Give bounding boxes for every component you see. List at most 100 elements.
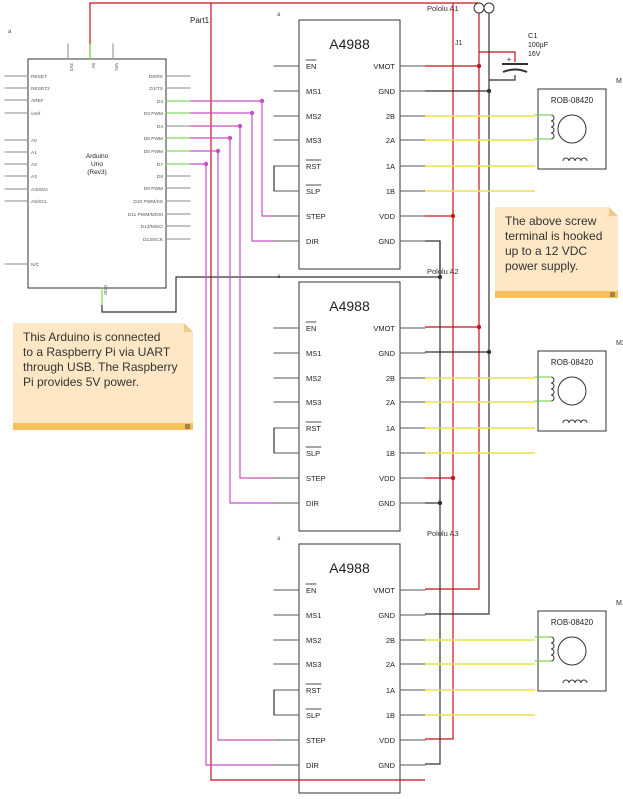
driver-left-pin-label: MS2	[306, 636, 321, 645]
resize-grip-icon	[185, 424, 190, 429]
driver-left-pin-label: MS1	[306, 349, 321, 358]
driver-body	[298, 281, 401, 532]
arduino-right-pin-label: D2	[157, 99, 163, 105]
driver-body	[298, 19, 401, 270]
driver-left-pin-label: MS3	[306, 398, 321, 407]
driver-right-pin-label: 1B	[386, 711, 395, 720]
arduino-title-line: Arduino	[86, 153, 109, 160]
arduino-part-label: Part1	[190, 16, 210, 25]
driver-right-pin-label: 1B	[386, 449, 395, 458]
junction-dot	[476, 63, 482, 69]
driver-right-pin-label: 2A	[386, 660, 395, 669]
motor-designator: M1	[616, 600, 623, 607]
driver-left-pin-label: MS1	[306, 611, 321, 620]
driver-right-pin-label: VDD	[379, 212, 395, 221]
motor-coil-icon	[562, 679, 588, 684]
driver-left-pin-label: MS2	[306, 374, 321, 383]
note-footer-bar	[495, 291, 618, 298]
junction-dot	[437, 274, 443, 280]
motor-coil-icon	[562, 157, 588, 162]
arduino-right-pin-label: D8	[157, 174, 163, 180]
driver-right-pin-label: 2A	[386, 136, 395, 145]
arduino-left-pin-label: A2	[31, 162, 37, 168]
motor-coil-icon	[550, 636, 555, 662]
driver-left-pin-label: DIR	[306, 761, 320, 770]
driver-left-pin-label: DIR	[306, 237, 320, 246]
driver-right-pin-label: GND	[378, 499, 395, 508]
corner-mark: a	[277, 12, 281, 18]
note-footer-bar	[13, 423, 193, 430]
a4988-driver-2	[298, 281, 401, 532]
driver-right-pin-label: GND	[378, 761, 395, 770]
driver-left-pin-label: EN	[306, 324, 316, 333]
capacitor-value: 100µF	[528, 42, 548, 49]
arduino-left-pin-label: N/C	[31, 262, 40, 268]
arduino-right-pin-label: D12/MISO	[141, 224, 164, 230]
driver-left-pin-label: RST	[306, 686, 321, 695]
motor-rotor-icon	[557, 114, 587, 144]
junction-dot	[486, 349, 492, 355]
driver-left-pin-label: STEP	[306, 736, 326, 745]
junction-dot	[259, 98, 265, 104]
logic-gnd-wire	[425, 240, 441, 504]
driver-right-pin-label: VMOT	[373, 586, 395, 595]
motor-label: ROB-08420	[551, 618, 594, 627]
note-fold-corner	[609, 207, 618, 216]
junction-dot	[450, 475, 456, 481]
junction-dot	[249, 110, 255, 116]
note-arduino-text: This Arduino is connected to a Raspberry…	[23, 330, 178, 389]
driver-right-pin-label: GND	[378, 611, 395, 620]
driver-label: Pololu A2	[427, 267, 459, 276]
driver-left-pin-label: MS3	[306, 660, 321, 669]
vdd-side-red-wire	[210, 3, 425, 781]
step-signal-pink-wire	[190, 150, 274, 741]
junction-dot	[203, 161, 209, 167]
corner-mark: a	[8, 29, 12, 35]
arduino-right-pin-label: D13/SCK	[143, 237, 164, 243]
arduino-left-pin-label: RESET2	[31, 86, 50, 92]
driver-right-pin-label: VDD	[379, 474, 395, 483]
arduino-title-line: Uno	[91, 161, 103, 168]
step-signal-pink-wire	[190, 125, 274, 479]
arduino-right-pin-label: D4	[157, 124, 163, 130]
driver-right-pin-label: VMOT	[373, 324, 395, 333]
arduino-left-pin-label: A1	[31, 150, 37, 156]
arduino-right-pin-label: D3 PWM	[144, 111, 163, 117]
gnd-black-wire	[425, 90, 490, 353]
arduino-right-pin-label: D10 PWM/SS	[133, 199, 163, 205]
driver-left-pin-label: EN	[306, 586, 316, 595]
motor-designator: M2	[616, 340, 623, 347]
driver-right-pin-label: 2B	[386, 112, 395, 121]
driver-left-pin-label: STEP	[306, 212, 326, 221]
vmot-red-wire	[425, 327, 480, 590]
arduino-gnd-black-wire	[101, 241, 441, 313]
dir-signal-pink-wire	[190, 163, 274, 766]
note-arduino-power: This Arduino is connected to a Raspberry…	[13, 323, 193, 430]
driver-title: A4988	[329, 298, 370, 314]
driver-left-pin-label: SLP	[306, 449, 320, 458]
vmot-red-wire	[425, 10, 480, 67]
arduino-right-pin-label: D5 PWM	[144, 136, 163, 142]
driver-right-pin-label: 1A	[386, 424, 395, 433]
driver-left-pin-label: RST	[306, 162, 321, 171]
driver-label: Pololu A3	[427, 529, 459, 538]
power-5v-red-wire	[89, 2, 480, 44]
motor-rotor-icon	[557, 636, 587, 666]
driver-right-pin-label: VDD	[379, 736, 395, 745]
capacitor-plus: +	[507, 55, 512, 64]
junction-dot	[486, 88, 492, 94]
motor-coil-icon	[550, 376, 555, 402]
driver-body	[298, 543, 401, 794]
a4988-driver-3	[298, 543, 401, 794]
arduino-left-pin-label: RESET	[31, 74, 47, 80]
arduino-top-pin-label: VIN	[114, 63, 119, 71]
arduino-right-pin-label: D0/RX	[149, 74, 164, 80]
dir-signal-pink-wire	[190, 137, 274, 504]
arduino-title-line: (Rev3)	[87, 169, 107, 176]
stepper-motor-3	[537, 610, 607, 692]
dir-signal-pink-wire	[190, 112, 274, 242]
driver-left-pin-label: STEP	[306, 474, 326, 483]
arduino-right-pin-label: D9 PWM	[144, 186, 163, 192]
cap-gnd-wire	[489, 75, 516, 81]
junction-dot	[237, 123, 243, 129]
